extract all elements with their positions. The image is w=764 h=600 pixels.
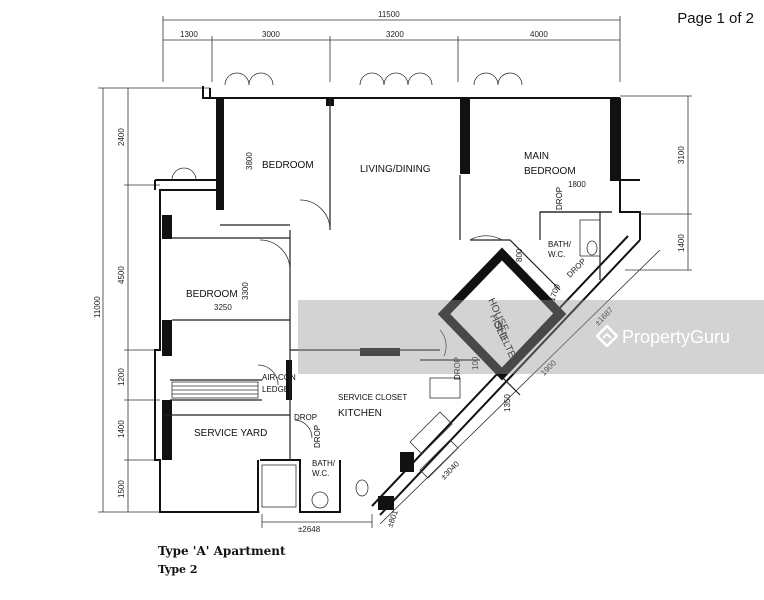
dim-inner-3040: ±3040 [439,459,461,481]
dim-left-5: 1500 [117,480,126,498]
room-label-drop-2: DROP [565,257,588,280]
watermark-text: PropertyGuru [622,327,731,347]
room-label-drop-3: DROP [294,413,317,422]
thick-walls [162,98,620,510]
room-label-aircon-line2: LEDGE [262,385,289,394]
dim-inner-1800: 1800 [568,180,586,189]
door-swings [171,72,523,439]
room-label-bath-wc-line1: BATH/ [312,459,336,468]
dim-inner-801: ±801 [385,508,400,528]
dim-right-2: 1400 [677,234,686,252]
room-label-bedroom-1: BEDROOM [262,160,314,171]
dim-overall-height: 11000 [93,296,102,318]
interior-walls [165,98,612,460]
room-label-drop-5: DROP [453,357,462,380]
top-dimension-lines [162,16,621,82]
room-label-bath-wc-main-line1: BATH/ [548,240,572,249]
dim-inner-100: 100 [471,356,480,370]
left-dimension-lines [98,87,260,513]
bottom-dimension-lines [261,249,661,528]
dim-top-2: 3000 [262,30,280,39]
room-label-service-yard: SERVICE YARD [194,428,267,439]
dim-left-2: 4500 [117,266,126,284]
room-label-drop-1: DROP [555,187,564,210]
page-indicator: Page 1 of 2 [677,10,754,27]
room-label-bath-wc-line2: W.C. [312,469,329,478]
dim-top-4: 4000 [530,30,548,39]
plan-subtitle: Type 2 [158,563,198,576]
dim-left-1: 2400 [117,128,126,146]
fixtures [171,219,601,509]
watermark-band [298,300,764,374]
room-label-service-closet: SERVICE CLOSET [338,393,407,402]
right-dimension-lines [620,95,692,271]
dim-inner-3800: 3800 [245,152,254,170]
room-label-living-dining: LIVING/DINING [360,164,431,175]
room-label-kitchen: KITCHEN [338,408,382,419]
plan-title: Type 'A' Apartment [158,544,286,558]
dim-inner-1350: 1350 [503,394,512,412]
propertyguru-logo-icon [596,325,618,347]
room-label-main-bedroom-line1: MAIN [524,151,549,162]
dim-top-1: 1300 [180,30,198,39]
room-label-main-bedroom-line2: BEDROOM [524,166,576,177]
dim-overall-width: 11500 [378,10,400,19]
room-label-aircon-line1: AIR-CON [262,373,296,382]
room-label-bedroom-2: BEDROOM [186,289,238,300]
room-label-drop-4: DROP [313,425,322,448]
dim-inner-3250: 3250 [214,303,232,312]
household-shelter-walls [437,247,567,381]
dim-top-3: 3200 [386,30,404,39]
dim-right-1: 3100 [677,146,686,164]
dim-left-3: 1200 [117,368,126,386]
room-label-bath-wc-main-line2: W.C. [548,250,565,259]
dim-inner-2648: ±2648 [298,525,321,534]
dim-left-4: 1400 [117,420,126,438]
dim-inner-3300: 3300 [241,282,250,300]
dim-inner-800: 800 [515,248,524,262]
